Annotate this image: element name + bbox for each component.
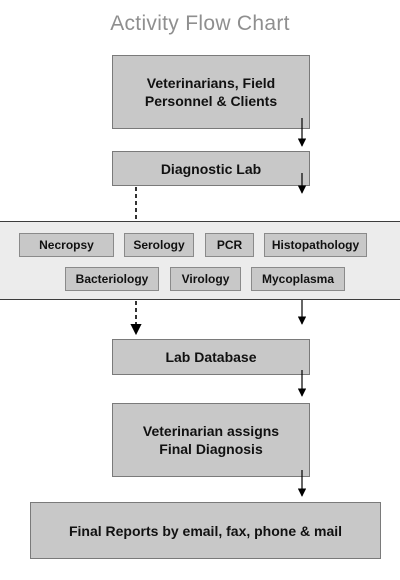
diagnostic-lab-node: Diagnostic Lab — [112, 151, 310, 186]
lab-database-node: Lab Database — [112, 339, 310, 375]
test-bacteriology: Bacteriology — [65, 267, 159, 291]
test-pcr: PCR — [205, 233, 254, 257]
final-diagnosis-node: Veterinarian assigns Final Diagnosis — [112, 403, 310, 477]
final-reports-node: Final Reports by email, fax, phone & mai… — [30, 502, 381, 559]
final-diagnosis-label: Veterinarian assigns Final Diagnosis — [142, 423, 280, 457]
test-necropsy: Necropsy — [19, 233, 114, 257]
test-mycoplasma: Mycoplasma — [251, 267, 345, 291]
test-serology: Serology — [124, 233, 194, 257]
test-histopathology: Histopathology — [264, 233, 367, 257]
sources-node-label: Veterinarians, Field Personnel & Clients — [144, 75, 278, 109]
diagram-title: Activity Flow Chart — [110, 12, 290, 35]
test-virology: Virology — [170, 267, 241, 291]
sources-node: Veterinarians, Field Personnel & Clients — [112, 55, 310, 129]
final-reports-label: Final Reports by email, fax, phone & mai… — [68, 522, 343, 539]
lab-database-label: Lab Database — [165, 349, 257, 365]
diagnostic-lab-label: Diagnostic Lab — [160, 160, 262, 177]
